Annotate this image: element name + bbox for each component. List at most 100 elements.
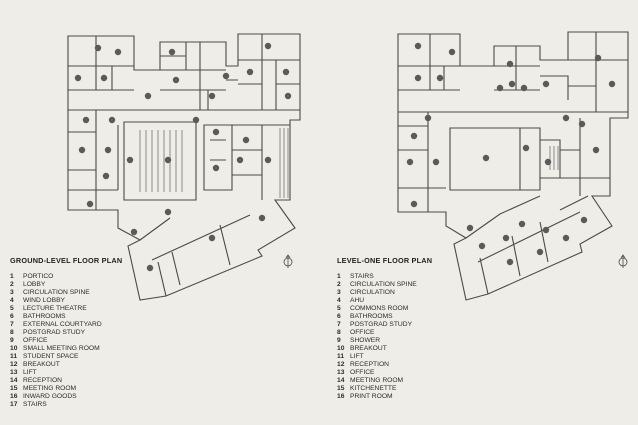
legend-item-number: 13 (10, 369, 18, 376)
room-number-marker (562, 234, 570, 242)
room-number-marker (506, 60, 514, 68)
room-number-marker (168, 48, 176, 56)
level-one-stair-hatching (549, 146, 559, 170)
legend-item-label: KITCHENETTE (350, 385, 397, 392)
legend-item-number: 6 (10, 313, 14, 320)
legend-item-number: 11 (10, 353, 18, 360)
legend-item-label: OFFICE (350, 369, 375, 376)
legend-item: 11 LIFT (337, 353, 432, 361)
room-number-marker (284, 92, 292, 100)
north-arrow-icon (283, 254, 293, 268)
room-number-marker (578, 120, 586, 128)
legend-item-label: BATHROOMS (350, 313, 393, 320)
room-number-marker (236, 156, 244, 164)
room-number-marker (108, 116, 116, 124)
room-number-marker (126, 156, 134, 164)
legend-item-label: MEETING ROOM (23, 385, 77, 392)
level-one-legend-title: LEVEL-ONE FLOOR PLAN (337, 256, 433, 265)
legend-item-number: 12 (337, 361, 345, 368)
legend-item-number: 9 (10, 337, 14, 344)
room-number-marker (264, 42, 272, 50)
legend-item: 13 LIFT (10, 369, 122, 377)
room-number-marker (164, 156, 172, 164)
legend-item-number: 14 (337, 377, 345, 384)
legend-item-label: LIFT (350, 353, 364, 360)
legend-item-label: POSTGRAD STUDY (350, 321, 413, 328)
legend-item-label: WIND LOBBY (23, 297, 65, 304)
room-number-marker (406, 158, 414, 166)
legend-item-number: 7 (337, 321, 341, 328)
legend-item-number: 5 (337, 305, 341, 312)
north-arrow-icon (618, 254, 628, 268)
legend-item: 7 POSTGRAD STUDY (337, 321, 432, 329)
room-number-marker (580, 216, 588, 224)
room-number-marker (246, 68, 254, 76)
legend-item-number: 4 (337, 297, 341, 304)
legend-item-number: 3 (10, 289, 14, 296)
room-number-marker (130, 228, 138, 236)
legend-item-number: 1 (337, 273, 341, 280)
room-number-marker (536, 248, 544, 256)
legend-item-label: OFFICE (23, 337, 48, 344)
legend-item-number: 6 (337, 313, 341, 320)
room-number-marker (414, 42, 422, 50)
legend-item-number: 11 (337, 353, 345, 360)
legend-item: 9 OFFICE (10, 337, 122, 345)
room-number-marker (410, 200, 418, 208)
legend-item-number: 7 (10, 321, 14, 328)
legend-item-label: CIRCULATION (350, 289, 395, 296)
room-number-marker (482, 154, 490, 162)
legend-item-number: 5 (10, 305, 14, 312)
room-number-marker (424, 114, 432, 122)
legend-item-label: BREAKOUT (350, 345, 387, 352)
room-number-marker (192, 116, 200, 124)
room-number-marker (544, 158, 552, 166)
room-markers (74, 42, 616, 272)
room-number-marker (608, 80, 616, 88)
room-number-marker (542, 80, 550, 88)
room-number-marker (94, 44, 102, 52)
room-number-marker (222, 72, 230, 80)
legend-item-number: 9 (337, 337, 341, 344)
legend-item-label: BREAKOUT (23, 361, 60, 368)
room-number-marker (496, 84, 504, 92)
legend-item: 7 EXTERNAL COURTYARD (10, 321, 122, 329)
room-number-marker (436, 74, 444, 82)
room-number-marker (100, 74, 108, 82)
room-number-marker (432, 158, 440, 166)
room-number-marker (78, 146, 86, 154)
room-number-marker (74, 74, 82, 82)
legend-item-label: EXTERNAL COURTYARD (23, 321, 102, 328)
room-number-marker (242, 136, 250, 144)
room-number-marker (212, 164, 220, 172)
legend-item-label: STAIRS (23, 401, 47, 408)
legend-item-number: 17 (10, 401, 18, 408)
legend-item-label: MEETING ROOM (350, 377, 404, 384)
room-number-marker (144, 92, 152, 100)
room-number-marker (508, 80, 516, 88)
room-number-marker (104, 146, 112, 154)
legend-item-number: 8 (10, 329, 14, 336)
legend-item-label: LOBBY (23, 281, 46, 288)
legend-item-label: LIFT (23, 369, 37, 376)
legend-item-label: OFFICE (350, 329, 375, 336)
